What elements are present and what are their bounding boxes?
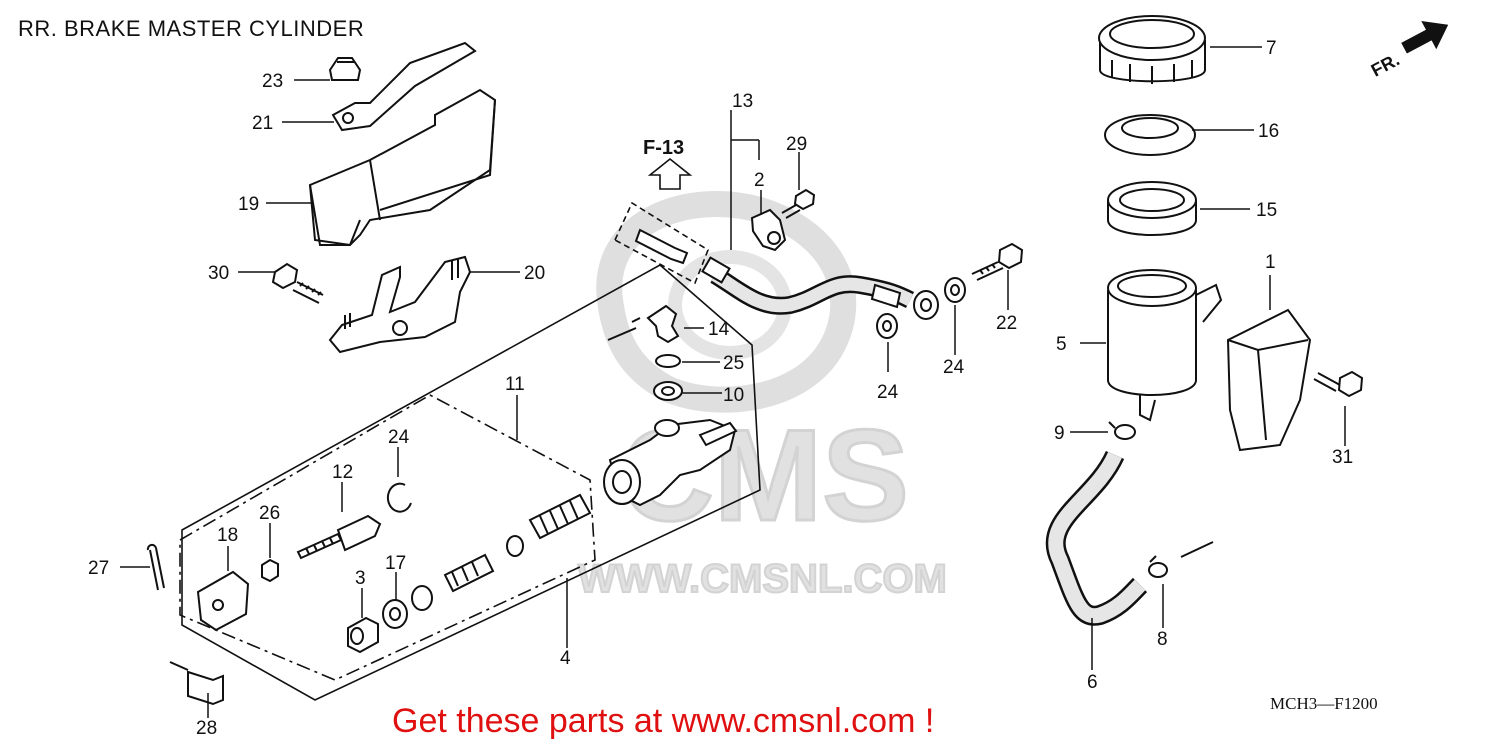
part-25-circlip: [386, 482, 412, 513]
parts-artwork: [146, 15, 1364, 706]
assembly-outlines: [179, 201, 761, 701]
part-20-stay: [328, 255, 472, 354]
part-15-diaphragm: [1107, 181, 1197, 236]
promo-link[interactable]: Get these parts at www.cmsnl.com !: [392, 702, 935, 740]
leader-lines: [120, 46, 1346, 718]
callout-27: 26: [259, 503, 280, 524]
callout-32: 31: [1332, 447, 1353, 468]
part-f13-fitting: [634, 228, 689, 265]
callout-14: 14: [708, 319, 730, 340]
callout-20: 20: [524, 263, 545, 284]
callout-21: 21: [252, 113, 273, 134]
callout-24b: 24: [877, 382, 899, 403]
callout-23: 23: [262, 71, 283, 92]
part-piston-assembly: [411, 553, 495, 611]
part-23-nut: [328, 57, 362, 81]
part-1-cover: [1226, 308, 1312, 452]
callout-4: 4: [560, 648, 571, 669]
part-31-bolt: [271, 262, 324, 304]
part-21-bracket: [331, 41, 477, 132]
part-12-pushrod: [296, 514, 382, 560]
callout-26: 25: [723, 353, 744, 374]
reference-label: F-13: [643, 137, 684, 159]
part-7-cap: [1098, 15, 1206, 84]
part-17-seal: [382, 599, 408, 629]
reference-f13: F-13: [643, 137, 693, 190]
callout-16: 16: [1258, 121, 1279, 142]
callout-5: 5: [1056, 334, 1067, 355]
part-29-clip: [187, 670, 224, 706]
part-9-clip: [1108, 421, 1136, 440]
part-11-spring: [506, 493, 592, 557]
callout-12: 12: [332, 462, 353, 483]
reference-arrow-icon: [647, 157, 693, 190]
callout-24a: 24: [943, 357, 965, 378]
callout-29: 28: [196, 718, 217, 739]
part-26-oring: [655, 354, 681, 368]
part-28-cotter-pin: [146, 543, 165, 591]
part-10-washer: [653, 381, 683, 401]
part-5-reservoir: [1107, 269, 1223, 422]
direction-indicator: FR.: [1368, 20, 1449, 81]
callout-18: 18: [217, 525, 238, 546]
outline-f13-box: [613, 201, 709, 285]
callout-30: 29: [786, 134, 807, 155]
part-6-hose: [1045, 450, 1148, 626]
callout-11: 11: [505, 374, 525, 395]
part-2-clamp: [750, 208, 787, 252]
callout-7: 7: [1266, 38, 1277, 59]
part-19-cover: [308, 88, 497, 247]
part-8-clip: [1148, 555, 1168, 578]
part-22-bolt: [971, 242, 1024, 281]
callout-10: 10: [723, 385, 744, 406]
watermark-url: WWW.CMSNL.COM: [578, 557, 947, 601]
assembly-arrow-14: [607, 327, 637, 341]
callout-31: 30: [208, 263, 229, 284]
callout-9: 9: [1054, 423, 1065, 444]
callout-28: 27: [88, 558, 109, 579]
part-16-plate: [1104, 114, 1196, 156]
part-24-washers: [876, 277, 966, 339]
callout-19: 19: [238, 194, 259, 215]
part-3-joint: [347, 616, 379, 654]
outline-piston-set: [179, 394, 596, 681]
callout-1: 1: [1265, 252, 1276, 273]
part-18-clevis: [196, 570, 250, 632]
part-4-master-cylinder: [603, 418, 738, 507]
callouts: 7 16 15 1 5 31 9 8 6 13 29 2 22 24 24 14…: [88, 38, 1353, 739]
part-13-hose: [701, 256, 939, 320]
callout-3: 3: [355, 568, 366, 589]
assembly-arrow-8: [1180, 541, 1214, 558]
part-32-screw: [1313, 370, 1364, 398]
callout-2: 2: [754, 170, 765, 191]
direction-arrow-icon: [1401, 20, 1449, 54]
callout-13: 13: [732, 91, 753, 112]
assembly-arrow-29: [169, 661, 189, 671]
diagram-title: RR. BRAKE MASTER CYLINDER: [18, 16, 365, 41]
direction-label: FR.: [1368, 49, 1403, 80]
part-27-nut: [261, 558, 279, 583]
callout-25: 24: [388, 427, 410, 448]
callout-6: 6: [1087, 672, 1098, 693]
callout-22: 22: [996, 313, 1017, 334]
callout-17: 17: [385, 553, 406, 574]
callout-8: 8: [1157, 629, 1168, 650]
part-14-joint: [631, 304, 680, 344]
part-30-bolt: [781, 188, 816, 219]
diagram-code: MCH3—F1200: [1270, 694, 1378, 713]
callout-15: 15: [1256, 200, 1277, 221]
